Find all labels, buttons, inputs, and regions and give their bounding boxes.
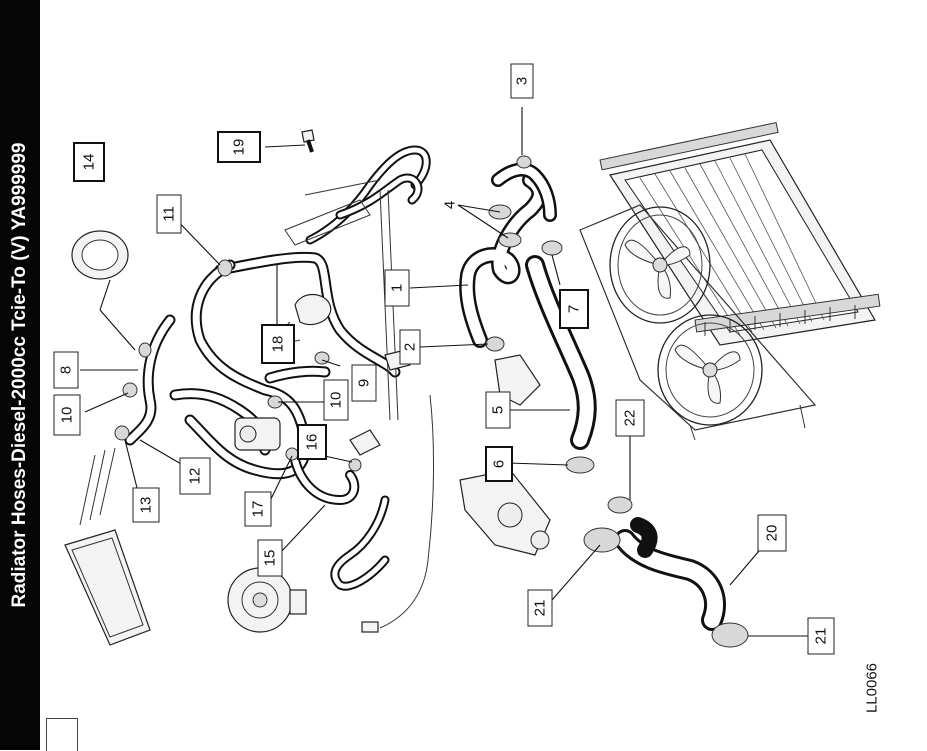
callout-18: 18 [261, 324, 295, 364]
callout-21-right: 21 [807, 617, 835, 655]
drawing-code: LL0066 [864, 663, 881, 713]
callout-labels: 3 19 14 11 4 1 7 18 2 8 9 10 5 10 22 16 … [53, 63, 881, 713]
callout-1: 1 [384, 269, 410, 307]
callout-8-text: 8 [58, 366, 75, 374]
callout-10-left: 10 [53, 394, 81, 436]
callout-5: 5 [485, 391, 511, 429]
callout-14: 14 [73, 142, 105, 182]
callout-15-text: 15 [262, 550, 279, 567]
callout-9: 9 [351, 364, 377, 402]
callout-20: 20 [757, 514, 787, 552]
callout-20-text: 20 [764, 525, 781, 542]
callout-21-left: 21 [527, 589, 553, 627]
callout-18-text: 18 [270, 336, 287, 353]
callout-7: 7 [559, 289, 589, 329]
hose-assembly [124, 145, 726, 633]
callout-12-text: 12 [187, 468, 204, 485]
callout-19: 19 [217, 131, 261, 163]
callout-6: 6 [485, 446, 513, 482]
callout-12: 12 [179, 457, 211, 495]
callout-5-text: 5 [490, 406, 507, 414]
callout-2: 2 [399, 329, 421, 365]
callout-3: 3 [510, 63, 534, 99]
corner-box [46, 718, 78, 751]
components [64, 129, 551, 646]
callout-13-text: 13 [138, 497, 155, 514]
callout-4-text: 4 [442, 201, 459, 209]
callout-19-text: 19 [231, 139, 248, 156]
callout-10-left-text: 10 [59, 407, 76, 424]
callout-14-text: 14 [81, 154, 98, 171]
callout-11: 11 [156, 194, 182, 234]
callout-7-text: 7 [566, 305, 583, 313]
callout-6-text: 6 [491, 460, 508, 468]
callout-9-text: 9 [356, 379, 373, 387]
cooling-fans [579, 204, 817, 441]
callout-17: 17 [244, 491, 272, 527]
callout-13: 13 [132, 487, 160, 523]
callout-3-text: 3 [514, 77, 531, 85]
radiator [599, 121, 881, 346]
callout-10-right-text: 10 [328, 392, 345, 409]
callout-16-text: 16 [304, 434, 321, 451]
callout-21-left-text: 21 [532, 600, 549, 617]
callout-22-text: 22 [622, 410, 639, 427]
leader-lines [80, 107, 808, 637]
callout-11-text: 11 [161, 206, 178, 222]
exploded-parts-diagram: 3 19 14 11 4 1 7 18 2 8 9 10 5 10 22 16 … [53, 63, 881, 713]
callout-1-text: 1 [389, 284, 406, 292]
callout-21-right-text: 21 [813, 628, 830, 645]
diagram-title: Radiator Hoses-Diesel-2000cc Tcie-To (V)… [9, 142, 30, 608]
callout-17-text: 17 [250, 501, 267, 518]
callout-15: 15 [257, 539, 283, 577]
callout-16: 16 [297, 424, 327, 460]
callout-8: 8 [53, 351, 79, 389]
callout-2-text: 2 [402, 343, 419, 351]
title-bar [0, 0, 40, 750]
callout-10-right: 10 [323, 379, 349, 421]
callout-22: 22 [615, 399, 645, 437]
callout-4: 4 [442, 201, 459, 209]
